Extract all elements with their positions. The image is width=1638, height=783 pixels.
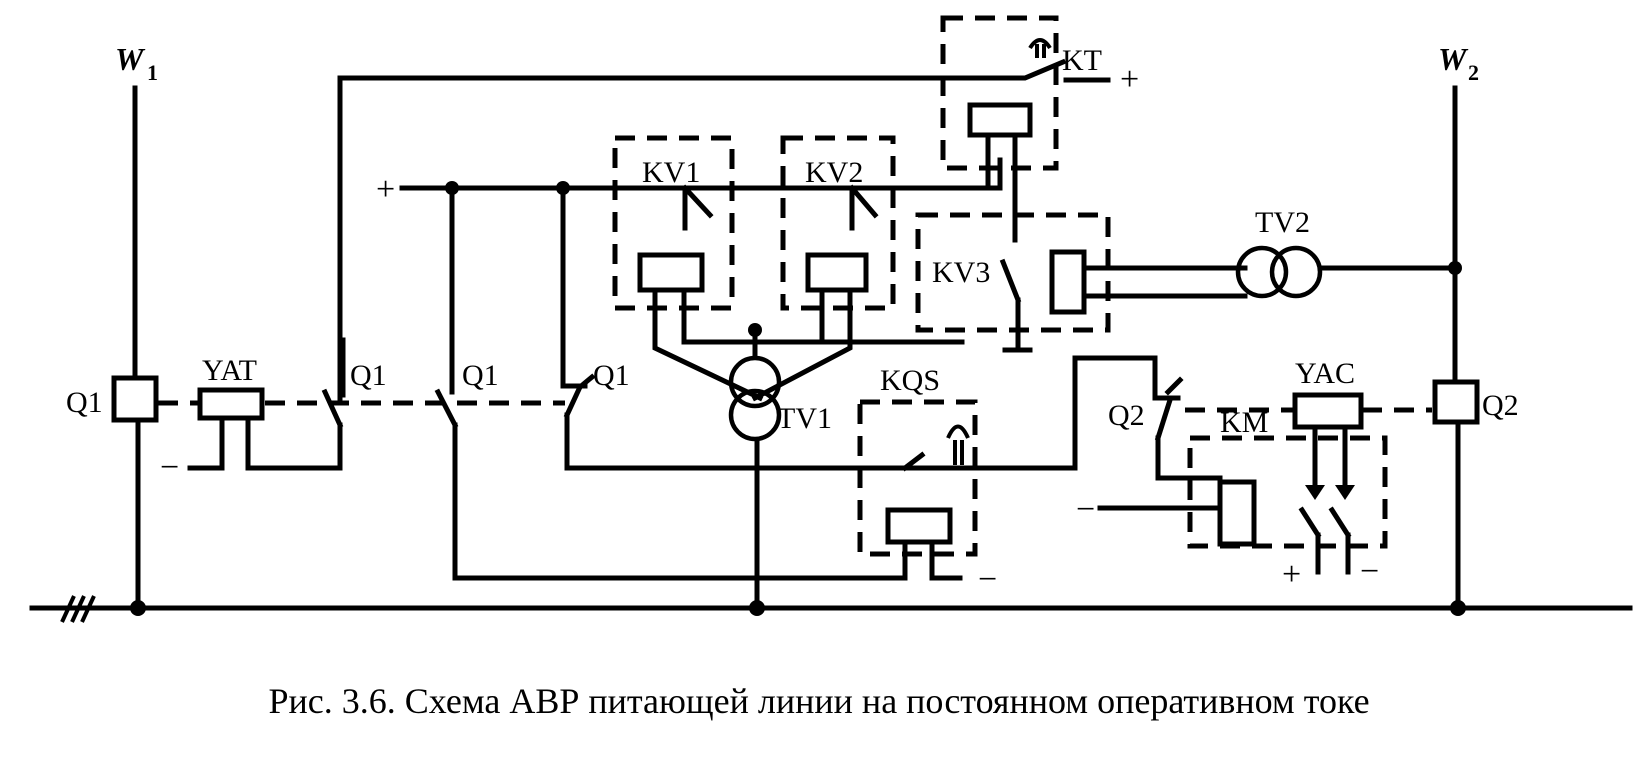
relay-kv2: KV2	[751, 135, 896, 402]
kv1-label: KV1	[642, 156, 700, 189]
transformer-tv1: TV1	[728, 323, 832, 611]
tv1-label: TV1	[777, 402, 832, 435]
time-delay-icon	[1028, 38, 1052, 58]
relay-kv3: KV3	[915, 212, 1248, 353]
yat-label: YAT	[202, 354, 257, 387]
minus-sign: −	[1076, 491, 1095, 528]
q1-contact-a-label: Q1	[350, 359, 387, 392]
q2-contact: Q2	[1108, 376, 1223, 481]
breaker-q1: Q1	[66, 375, 159, 423]
q1-contact-b-label: Q1	[462, 359, 499, 392]
q2-contact-label: Q2	[1108, 399, 1145, 432]
figure-caption: Рис. 3.6. Схема АВР питающей линии на по…	[268, 681, 1370, 721]
acceleration-icon	[946, 424, 970, 465]
kv3-label: KV3	[932, 256, 990, 289]
relay-kv1: KV1	[612, 135, 965, 402]
three-phase-marker	[60, 595, 96, 623]
minus-sign: −	[1360, 553, 1379, 590]
q1-contact-b: Q1	[434, 185, 908, 581]
minus-sign: −	[978, 561, 997, 598]
avr-circuit-diagram: W 1 Q1 YAT − Q1 + Q1	[29, 15, 1633, 623]
minus-sign: −	[160, 449, 179, 486]
plus-sign: +	[376, 171, 395, 208]
w2-label: W	[1438, 41, 1469, 77]
w1-index: 1	[147, 60, 158, 85]
km-label: KM	[1220, 406, 1268, 439]
time-relay-kt: KT +	[940, 15, 1139, 243]
transformer-tv2: TV2	[1235, 206, 1462, 299]
line-w2: W 2	[1438, 41, 1479, 611]
kv2-label: KV2	[805, 156, 863, 189]
tv2-label: TV2	[1255, 206, 1310, 239]
q1-contact-a: Q1	[321, 337, 387, 443]
main-busbar	[29, 595, 1633, 623]
kt-label: KT	[1062, 44, 1102, 77]
plus-sign: +	[1282, 556, 1301, 593]
w2-index: 2	[1468, 60, 1479, 85]
q1-contact-c: Q1	[560, 185, 1158, 471]
trip-coil-yat: YAT −	[160, 354, 343, 486]
wire-to-kt	[337, 75, 948, 403]
plus-sign: +	[1120, 61, 1139, 98]
q1-contact-c-label: Q1	[593, 359, 630, 392]
q1-breaker-label: Q1	[66, 386, 103, 419]
yac-label: YAC	[1295, 357, 1355, 390]
line-w1: W 1	[115, 41, 158, 611]
kqs-label: KQS	[880, 364, 940, 397]
w1-label: W	[115, 41, 146, 77]
close-coil-yac: YAC	[1292, 357, 1364, 500]
q2-breaker-label: Q2	[1482, 389, 1519, 422]
breaker-q2: Q2	[1432, 379, 1519, 425]
relay-kqs: KQS −	[857, 364, 997, 598]
contactor-km: KM − + −	[1076, 406, 1388, 593]
